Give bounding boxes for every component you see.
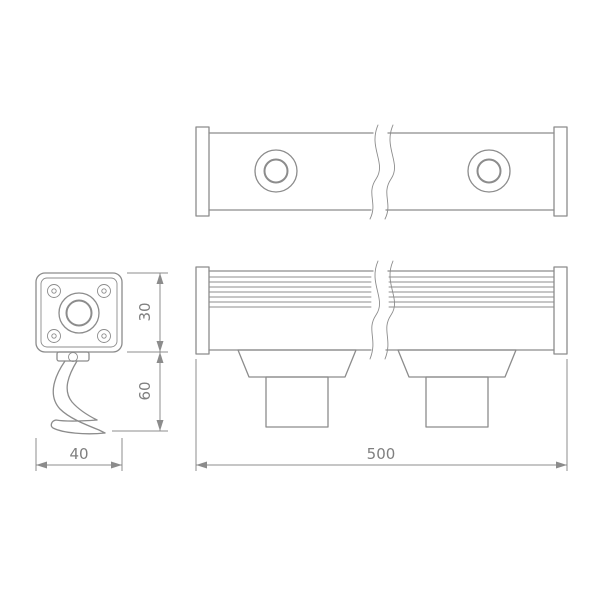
side-view-housing-inner-wall: [40, 277, 118, 348]
front-view: [195, 260, 568, 428]
corner-screw-top-right: [97, 284, 111, 298]
front-view-endcap-left: [195, 266, 210, 355]
dim-30-arrow-up: [156, 273, 164, 284]
dim-label-500: 500: [367, 445, 396, 463]
top-view-endcap-left: [195, 126, 210, 217]
side-view-mounting-bracket: [50, 351, 106, 435]
lens-left-outer-circle: [254, 149, 298, 193]
heatsink-fin-lines: [208, 276, 555, 308]
side-view-lens-inner-circle: [65, 299, 93, 327]
front-view-body-outline: [208, 270, 555, 351]
corner-screw-top-left: [47, 284, 61, 298]
corner-screw-bottom-right: [97, 329, 111, 343]
bracket-right-top-plate: [397, 349, 517, 378]
bracket-left-column: [265, 376, 329, 428]
front-view-break-line-left: [369, 260, 380, 360]
front-view-endcap-right: [553, 266, 568, 355]
bracket-foot: [50, 419, 106, 435]
lens-right-inner-circle: [476, 158, 502, 184]
top-view: [195, 124, 568, 220]
dim-30-extension-lines: [127, 272, 168, 353]
front-view-bracket-left: [237, 349, 357, 428]
dim-500-extension-lines: [195, 359, 568, 471]
dim-label-40: 40: [69, 445, 88, 463]
top-view-endcap-right: [553, 126, 568, 217]
front-view-bracket-right: [397, 349, 517, 428]
lens-right-outer-circle: [467, 149, 511, 193]
top-view-break-line-left: [369, 124, 380, 220]
side-view-lens-outer-circle: [58, 292, 100, 334]
corner-screw-top-left-center: [51, 288, 57, 294]
dimension-body-length: 500: [195, 359, 568, 471]
bracket-left-top-plate: [237, 349, 357, 378]
side-view: [35, 272, 123, 435]
dim-label-30: 30: [136, 302, 154, 321]
bracket-hinge-block: [56, 351, 90, 362]
lens-left-inner-circle: [263, 158, 289, 184]
dimension-body-width: 40: [35, 438, 123, 471]
dim-60-arrow-down: [156, 420, 164, 431]
corner-screw-top-right-center: [101, 288, 107, 294]
dim-30-arrow-down: [156, 341, 164, 352]
dim-40-arrow-left: [36, 461, 47, 469]
top-view-body-outline: [208, 132, 555, 211]
dim-label-60: 60: [136, 381, 154, 400]
dimension-profile-height: 30: [127, 272, 168, 353]
bracket-arm-outer-edge: [52, 360, 106, 434]
dim-500-arrow-right: [556, 461, 567, 469]
bracket-right-column: [425, 376, 489, 428]
dim-500-arrow-left: [196, 461, 207, 469]
corner-screw-bottom-left-center: [51, 333, 57, 339]
bracket-hinge-screw: [68, 352, 78, 362]
bracket-arm-inner-edge: [66, 360, 98, 421]
front-view-break-line-right: [384, 260, 395, 360]
corner-screw-bottom-right-center: [101, 333, 107, 339]
dim-40-arrow-right: [111, 461, 122, 469]
dim-60-arrow-up: [156, 352, 164, 363]
corner-screw-bottom-left: [47, 329, 61, 343]
dimension-bracket-height: 60: [112, 352, 168, 432]
top-view-break-line-right: [384, 124, 395, 220]
